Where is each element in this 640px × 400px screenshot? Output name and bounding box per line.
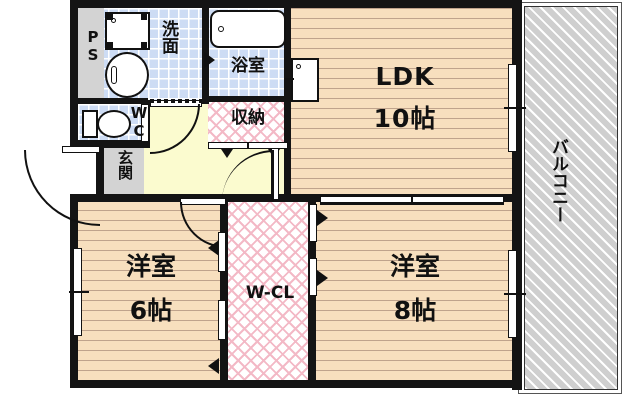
balcony-floor (524, 6, 618, 390)
wall-bath-bottom (202, 96, 292, 102)
storage-slider-right[interactable] (248, 142, 288, 149)
vanity-faucet-icon (111, 66, 117, 84)
wm-corner-tl (107, 14, 113, 20)
slider-track-line (320, 203, 504, 205)
wall-bedroom6-walkin (220, 198, 228, 388)
storage-slider-marker-left (221, 149, 233, 158)
ldk-bedroom8-slider-right[interactable] (412, 196, 504, 203)
ps-floor (78, 8, 104, 100)
window-bedroom8-mullion (504, 293, 526, 295)
wall-bath-ldk (284, 0, 291, 100)
toilet-bowl-icon (97, 110, 131, 138)
wall-hall-ldk (284, 96, 291, 202)
hall-threshold-dash (150, 99, 202, 103)
ldk-bedroom8-slider-left[interactable] (320, 196, 412, 203)
wall-top (70, 0, 520, 8)
wall-left-upper (70, 0, 78, 148)
kitchen-faucet-icon (296, 64, 301, 69)
walkin-door-lower-marker (208, 358, 219, 374)
wc-door-panel[interactable] (141, 104, 149, 142)
entrance-floor (104, 148, 144, 200)
wall-washroom-bottom (78, 98, 148, 104)
bathtub-drain-icon (218, 26, 224, 32)
walkin-floor (226, 200, 314, 388)
walkin-door-right-upper-panel[interactable] (309, 204, 317, 242)
wm-corner-tr (141, 14, 147, 20)
wm-corner-bl (107, 42, 113, 48)
wall-right (512, 0, 522, 390)
walkin-door-right-lower-marker (317, 270, 328, 286)
ldk-floor (288, 8, 512, 200)
bedroom8-floor (314, 200, 512, 388)
kitchen-counter-edge (284, 78, 294, 80)
bath-door-marker (204, 52, 215, 68)
walkin-door-upper-panel[interactable] (218, 232, 226, 272)
window-bedroom6-mullion (69, 291, 89, 293)
balcony-outer-rail (518, 2, 622, 394)
walkin-door-right-upper-marker (317, 210, 328, 226)
window-ldk-mullion (504, 107, 526, 109)
kitchen-counter-icon (291, 58, 319, 102)
wall-bottom (70, 380, 520, 388)
washing-machine-drain-icon (111, 18, 116, 23)
storage-slider-left[interactable] (208, 142, 248, 149)
entrance-door-swing-icon (24, 150, 100, 226)
walkin-door-lower-panel[interactable] (218, 300, 226, 340)
wall-left-entrance (96, 146, 104, 202)
walkin-door-right-lower-panel[interactable] (309, 258, 317, 296)
wall-wc-bottom (70, 140, 150, 148)
wm-corner-br (141, 42, 147, 48)
walkin-door-upper-marker (208, 240, 219, 256)
storage-floor (208, 100, 288, 144)
toilet-tank-icon (82, 110, 98, 138)
